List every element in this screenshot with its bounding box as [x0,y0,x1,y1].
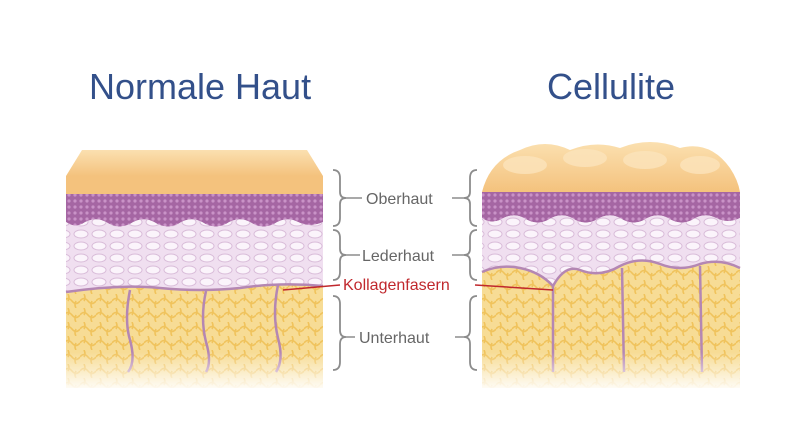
normal-dermis [66,219,323,292]
cellulite-fade [476,352,746,392]
brace-left-dermis [332,229,347,281]
left-braces [332,169,347,371]
cellulite-skin-block [476,142,746,392]
normal-dermis-boundary [65,283,324,294]
label-connectors [346,197,464,338]
title-cellulite: Cellulite [547,66,676,107]
brace-right-dermis [463,229,478,281]
collagen-pointer-lines [282,284,554,291]
label-epidermis: Oberhaut [366,191,433,208]
normal-skin-surface [66,150,323,176]
title-normal-skin: Normale Haut [89,66,312,107]
cellulite-skin-surface [482,142,740,192]
normal-fade [60,352,330,392]
label-dermis: Lederhaut [362,248,435,265]
brace-left-hypodermis [332,295,347,371]
label-hypodermis: Unterhaut [359,330,430,347]
cellulite-dermis [482,215,740,286]
normal-epidermis [66,194,323,227]
normal-stratum [66,176,323,194]
brace-right-hypodermis [463,295,478,371]
brace-left-epidermis [332,169,347,227]
right-braces [463,169,478,371]
cellulite-dermis-boundary [481,259,741,289]
normal-skin-block [60,150,330,392]
brace-right-epidermis [463,169,478,227]
cellulite-epidermis [482,192,740,223]
label-collagen-fibers: Kollagenfasern [343,277,450,294]
